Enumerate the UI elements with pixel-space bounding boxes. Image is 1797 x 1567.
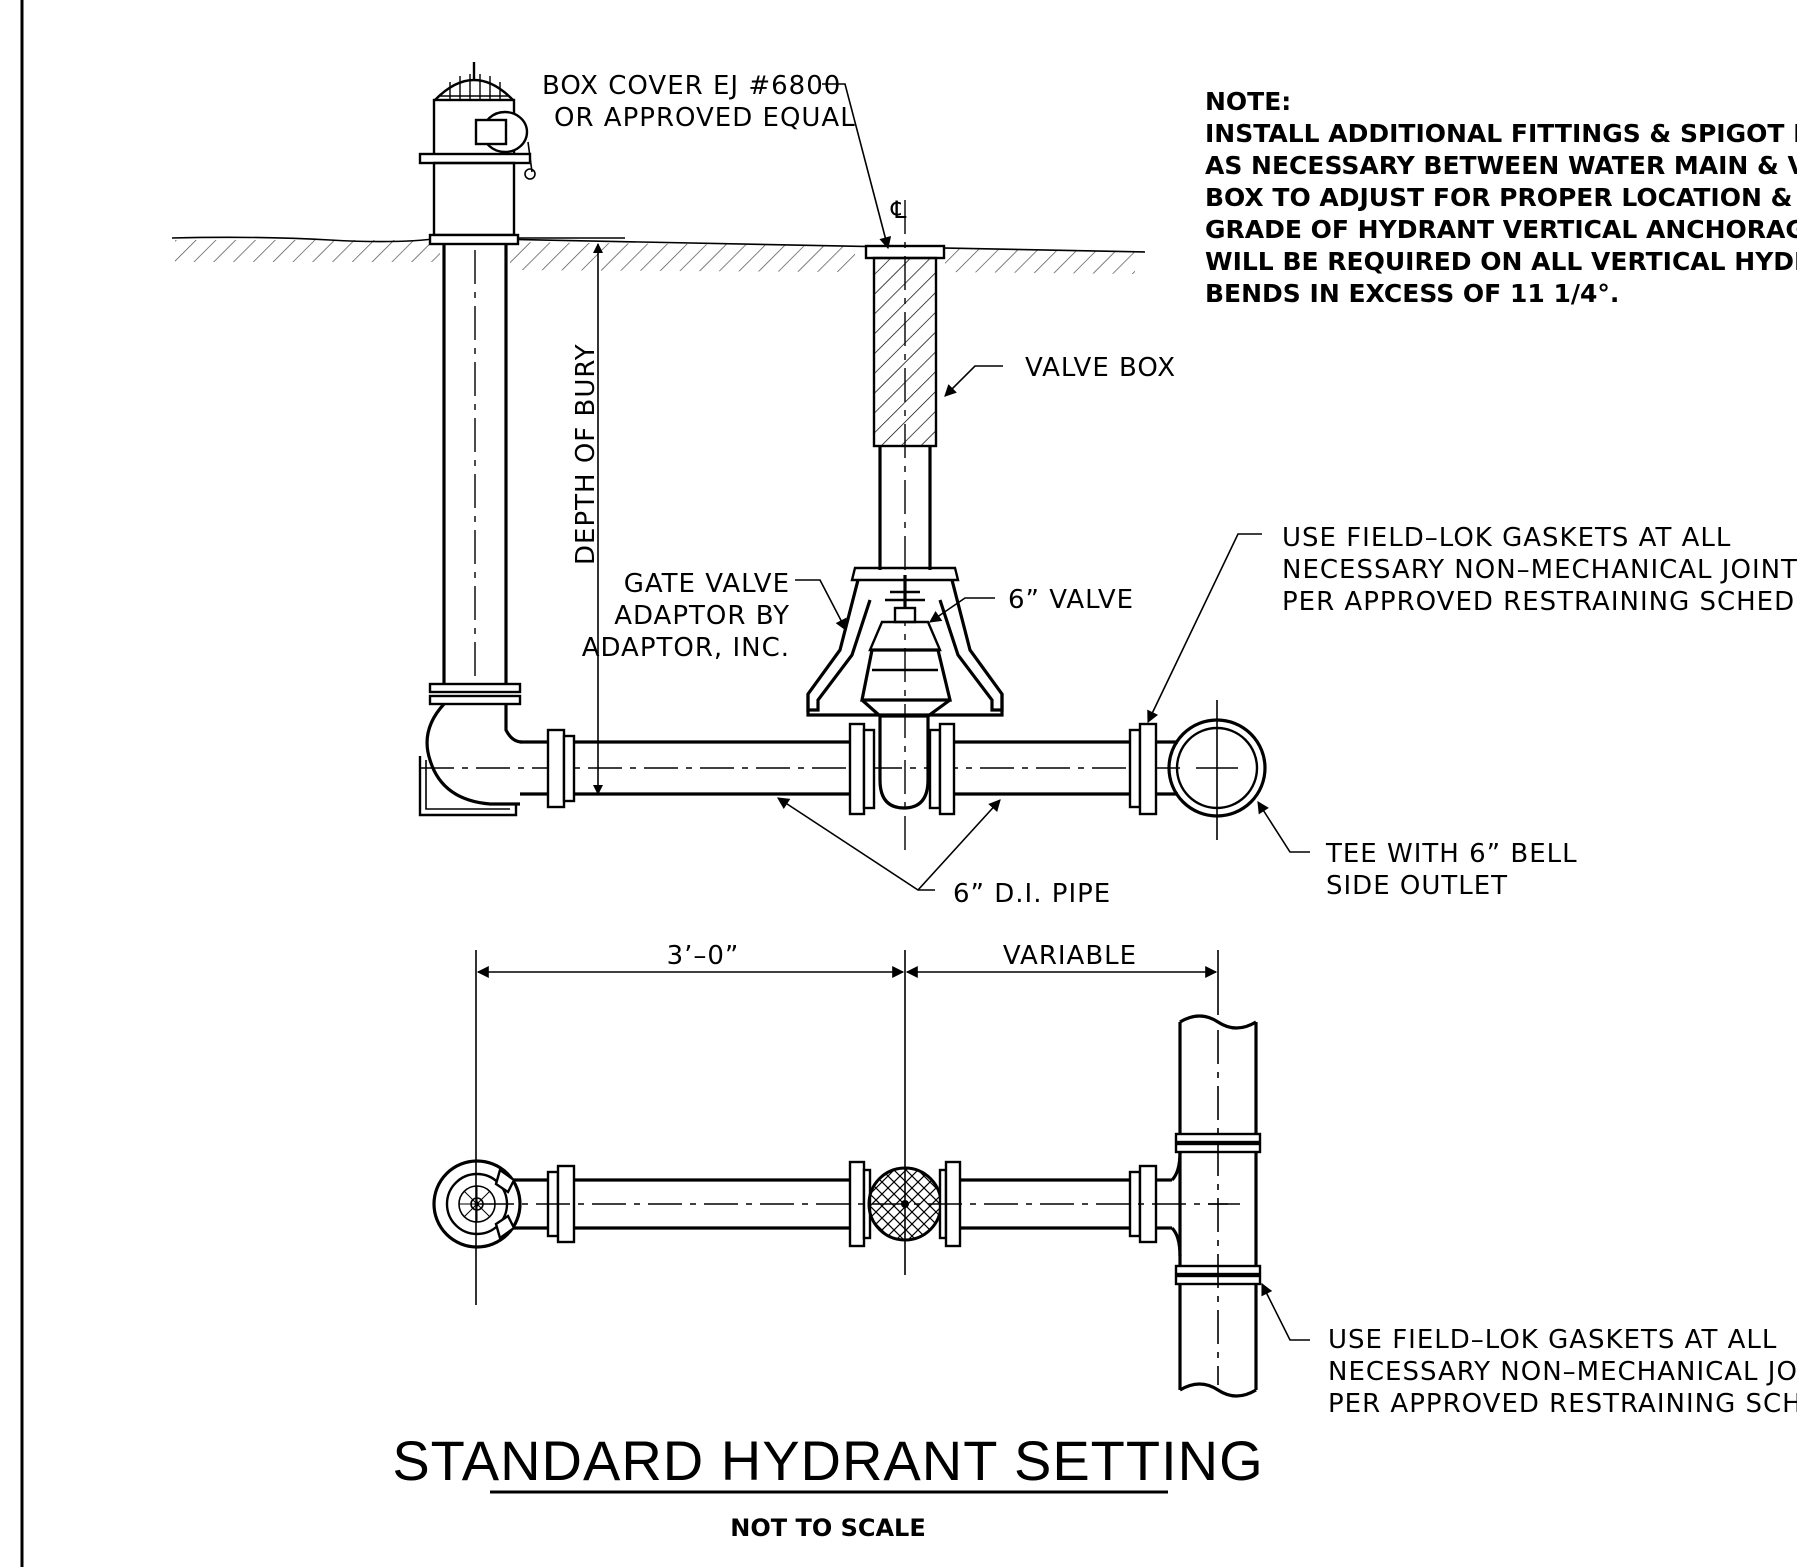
leader-lines-elevation xyxy=(776,83,1310,891)
depth-of-bury-dimension: DEPTH OF BURY xyxy=(571,243,603,795)
plan-view: 3’–0” VARIABLE xyxy=(432,941,1797,1419)
depth-of-bury-label: DEPTH OF BURY xyxy=(571,343,601,565)
title-block: STANDARD HYDRANT SETTING NOT TO SCALE xyxy=(392,1429,1263,1542)
field-lok-top-label-3: PER APPROVED RESTRAINING SCHEDULE xyxy=(1282,587,1797,617)
water-main-plan xyxy=(1170,1014,1262,1398)
dim-left-label: 3’–0” xyxy=(667,941,740,971)
valve-box xyxy=(806,200,1004,850)
box-cover-label-2: OR APPROVED EQUAL xyxy=(554,103,856,133)
dim-right-label: VARIABLE xyxy=(1003,941,1137,971)
field-lok-bottom-label-3: PER APPROVED RESTRAINING SCHEDULE xyxy=(1328,1389,1797,1419)
note-line-4: GRADE OF HYDRANT VERTICAL ANCHORAGES xyxy=(1205,215,1797,244)
note-line-1: INSTALL ADDITIONAL FITTINGS & SPIGOT PIP… xyxy=(1205,119,1797,148)
elevation-view: DEPTH OF BURY ℄ BOX COVER EJ #6800 OR AP… xyxy=(171,62,1797,909)
ground-surface xyxy=(171,236,1146,274)
field-lok-bottom-label-1: USE FIELD–LOK GASKETS AT ALL xyxy=(1328,1325,1777,1355)
gate-valve-label-3: ADAPTOR, INC. xyxy=(582,633,790,663)
di-pipe-plan xyxy=(480,1160,1240,1248)
drawing-subtitle: NOT TO SCALE xyxy=(730,1514,926,1542)
fire-hydrant xyxy=(418,62,1180,817)
plan-dimension: 3’–0” VARIABLE xyxy=(475,941,1219,1305)
drawing-title: STANDARD HYDRANT SETTING xyxy=(392,1429,1263,1492)
note-line-6: BENDS IN EXCESS OF 11 1/4°. xyxy=(1205,279,1619,308)
tee-label-2: SIDE OUTLET xyxy=(1326,871,1508,901)
note-line-2: AS NECESSARY BETWEEN WATER MAIN & VALVE xyxy=(1205,151,1797,180)
di-pipe-elevation xyxy=(520,700,1267,840)
tee-label-1: TEE WITH 6” BELL xyxy=(1325,839,1578,869)
field-lok-bottom-leader xyxy=(1261,1282,1310,1341)
gate-valve-label-2: ADAPTOR BY xyxy=(614,601,790,631)
field-lok-top-label-1: USE FIELD–LOK GASKETS AT ALL xyxy=(1282,523,1731,553)
note-heading: NOTE: xyxy=(1205,87,1291,116)
field-lok-top-label-2: NECESSARY NON–MECHANICAL JOINTS xyxy=(1282,555,1797,585)
centerline-symbol: ℄ xyxy=(890,196,907,224)
note-line-3: BOX TO ADJUST FOR PROPER LOCATION & xyxy=(1205,183,1792,212)
di-pipe-label: 6” D.I. PIPE xyxy=(953,879,1111,909)
box-cover-label-1: BOX COVER EJ #6800 xyxy=(542,71,841,101)
note-line-5: WILL BE REQUIRED ON ALL VERTICAL HYDRANT xyxy=(1205,247,1797,276)
six-inch-valve-label: 6” VALVE xyxy=(1008,585,1134,615)
valve-box-label: VALVE BOX xyxy=(1025,353,1176,383)
gate-valve-label-1: GATE VALVE xyxy=(624,569,790,599)
field-lok-bottom-label-2: NECESSARY NON–MECHANICAL JOINTS xyxy=(1328,1357,1797,1387)
note-block: NOTE: INSTALL ADDITIONAL FITTINGS & SPIG… xyxy=(1205,87,1797,308)
